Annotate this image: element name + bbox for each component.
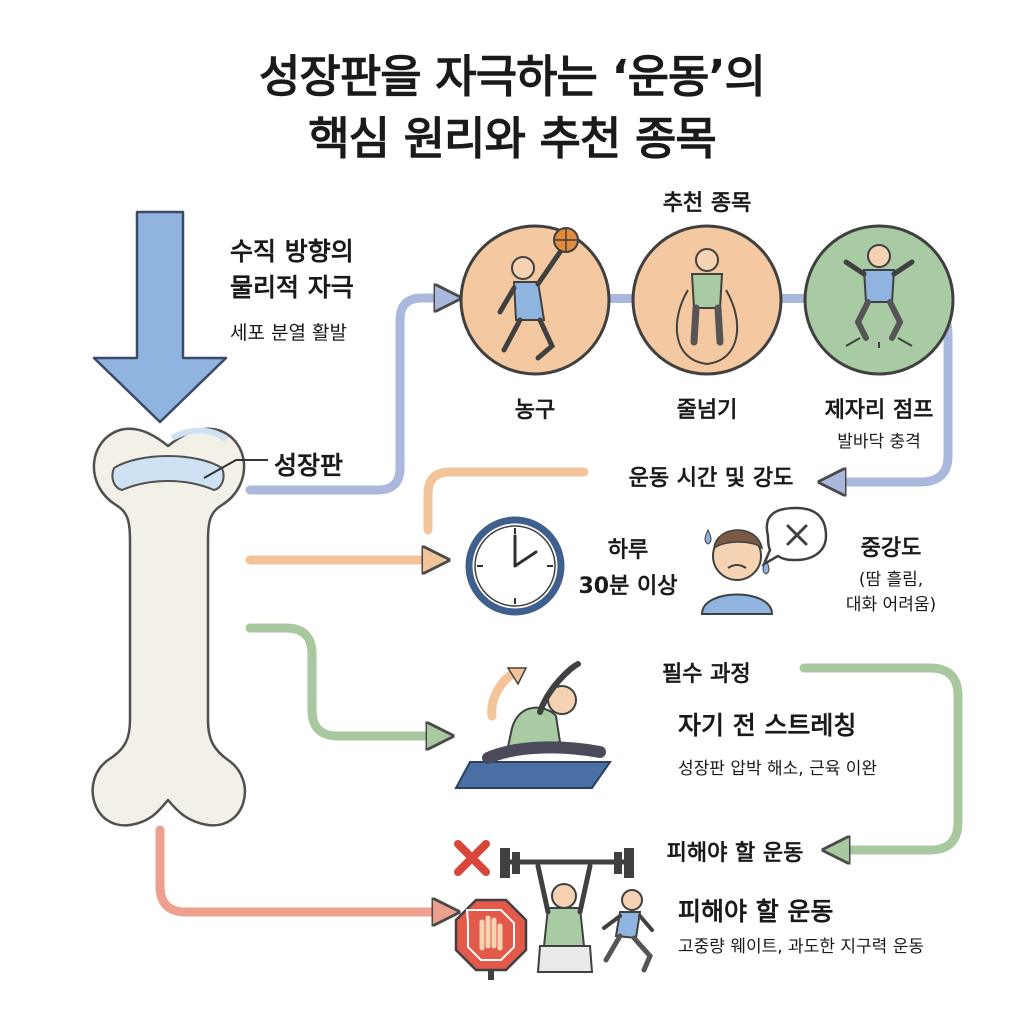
flow-arrow-avoid	[155, 825, 446, 912]
recommended-heading: 추천 종목	[662, 191, 752, 216]
growth-plate-pointer	[203, 459, 268, 479]
intensity-note-line2: 대화 어려움)	[845, 595, 937, 615]
stretching-person-icon	[454, 661, 612, 789]
sweating-person-icon	[700, 528, 774, 615]
avoid-heading: 피해야 할 운동	[666, 841, 804, 866]
growth-plate-label: 성장판	[274, 451, 344, 480]
stop-sign-icon	[454, 898, 528, 980]
speech-bubble-x-icon	[761, 506, 828, 567]
time-intensity-heading: 운동 시간 및 강도	[628, 466, 794, 491]
bone-illustration	[91, 427, 247, 827]
flow-arrow-avoid-heading	[799, 663, 963, 850]
principle-heading-line2: 물리적 자극	[230, 273, 354, 302]
basketball-player-icon	[459, 224, 611, 376]
page-title-line1: 성장판을 자극하는 ‘운동’의	[259, 50, 766, 103]
weightlifter-icon	[500, 848, 634, 973]
recommended-item-label: 제자리 점프	[824, 398, 934, 423]
avoid-sub: 고중량 웨이트, 과도한 지구력 운동	[678, 937, 924, 957]
duration-line2: 30분 이상	[578, 574, 678, 599]
page-title-line2: 핵심 원리와 추천 종목	[308, 112, 717, 165]
runner-icon	[602, 889, 654, 973]
x-mark-icon	[454, 840, 490, 876]
flow-arrow-recommended	[245, 298, 448, 495]
flow-arrow-stretching	[245, 623, 440, 736]
vertical-pressure-arrow	[92, 210, 228, 424]
intensity-note-line1: (땀 흘림,	[858, 570, 924, 590]
jumping-person-icon	[803, 224, 955, 376]
recommended-item-label: 농구	[514, 398, 556, 423]
clock-icon	[465, 516, 565, 616]
recommended-item-label: 줄넘기	[676, 398, 738, 423]
principle-sub: 세포 분열 활발	[230, 322, 347, 344]
principle-heading-line1: 수직 방향의	[230, 237, 354, 266]
flow-arrow-intensity	[423, 467, 589, 535]
intensity-label: 중강도	[860, 536, 922, 561]
recommended-item-sub: 발바닥 충격	[837, 432, 921, 452]
stretching-sub: 성장판 압박 해소, 근육 이완	[678, 759, 878, 779]
avoid-title: 피해야 할 운동	[678, 897, 834, 926]
duration-line1: 하루	[607, 538, 649, 563]
stretching-heading: 필수 과정	[662, 662, 751, 687]
stretching-title: 자기 전 스트레칭	[678, 711, 857, 740]
jump-rope-icon	[631, 224, 783, 376]
